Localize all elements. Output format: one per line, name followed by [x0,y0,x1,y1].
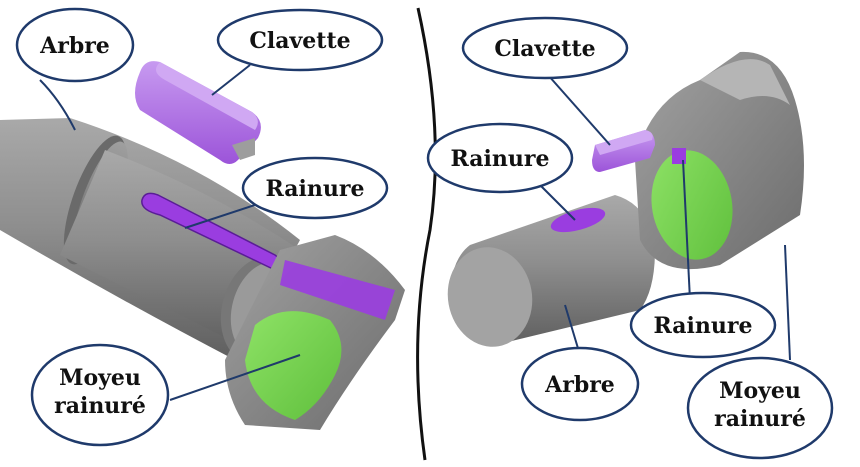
right-panel: Clavette Rainure Rainure Arbre Moyeu rai… [426,16,834,460]
panel-divider [416,7,437,461]
label-rainure-right-bottom: Rainure [654,313,753,339]
right-callout-moyeu: Moyeu rainuré [686,244,834,460]
label-rainure-right-top: Rainure [451,146,550,172]
label-moyeu-left-line2: rainuré [54,393,146,419]
label-arbre-left: Arbre [39,33,110,59]
left-key [135,61,261,164]
label-moyeu-left-line1: Moyeu [59,365,141,391]
label-rainure-left: Rainure [266,176,365,202]
right-callout-rainure-bottom: Rainure [629,159,777,359]
label-clavette-left: Clavette [249,28,350,54]
label-clavette-right: Clavette [494,36,595,62]
right-callout-clavette: Clavette [461,16,629,146]
label-arbre-right: Arbre [544,372,615,398]
right-callout-arbre: Arbre [520,304,640,422]
right-hub [635,51,804,270]
right-callout-rainure-top: Rainure [426,122,576,221]
left-callout-arbre: Arbre [15,7,135,131]
left-hub [225,235,405,430]
left-callout-rainure: Rainure [184,156,389,229]
left-panel: Arbre Clavette Rainure Moyeu rainuré [0,7,405,447]
label-moyeu-right-line1: Moyeu [719,378,801,404]
right-shaft [447,195,655,347]
label-moyeu-right-line2: rainuré [714,406,806,432]
left-callout-moyeu: Moyeu rainuré [30,343,301,447]
right-key [592,130,655,172]
left-callout-clavette: Clavette [211,8,384,96]
